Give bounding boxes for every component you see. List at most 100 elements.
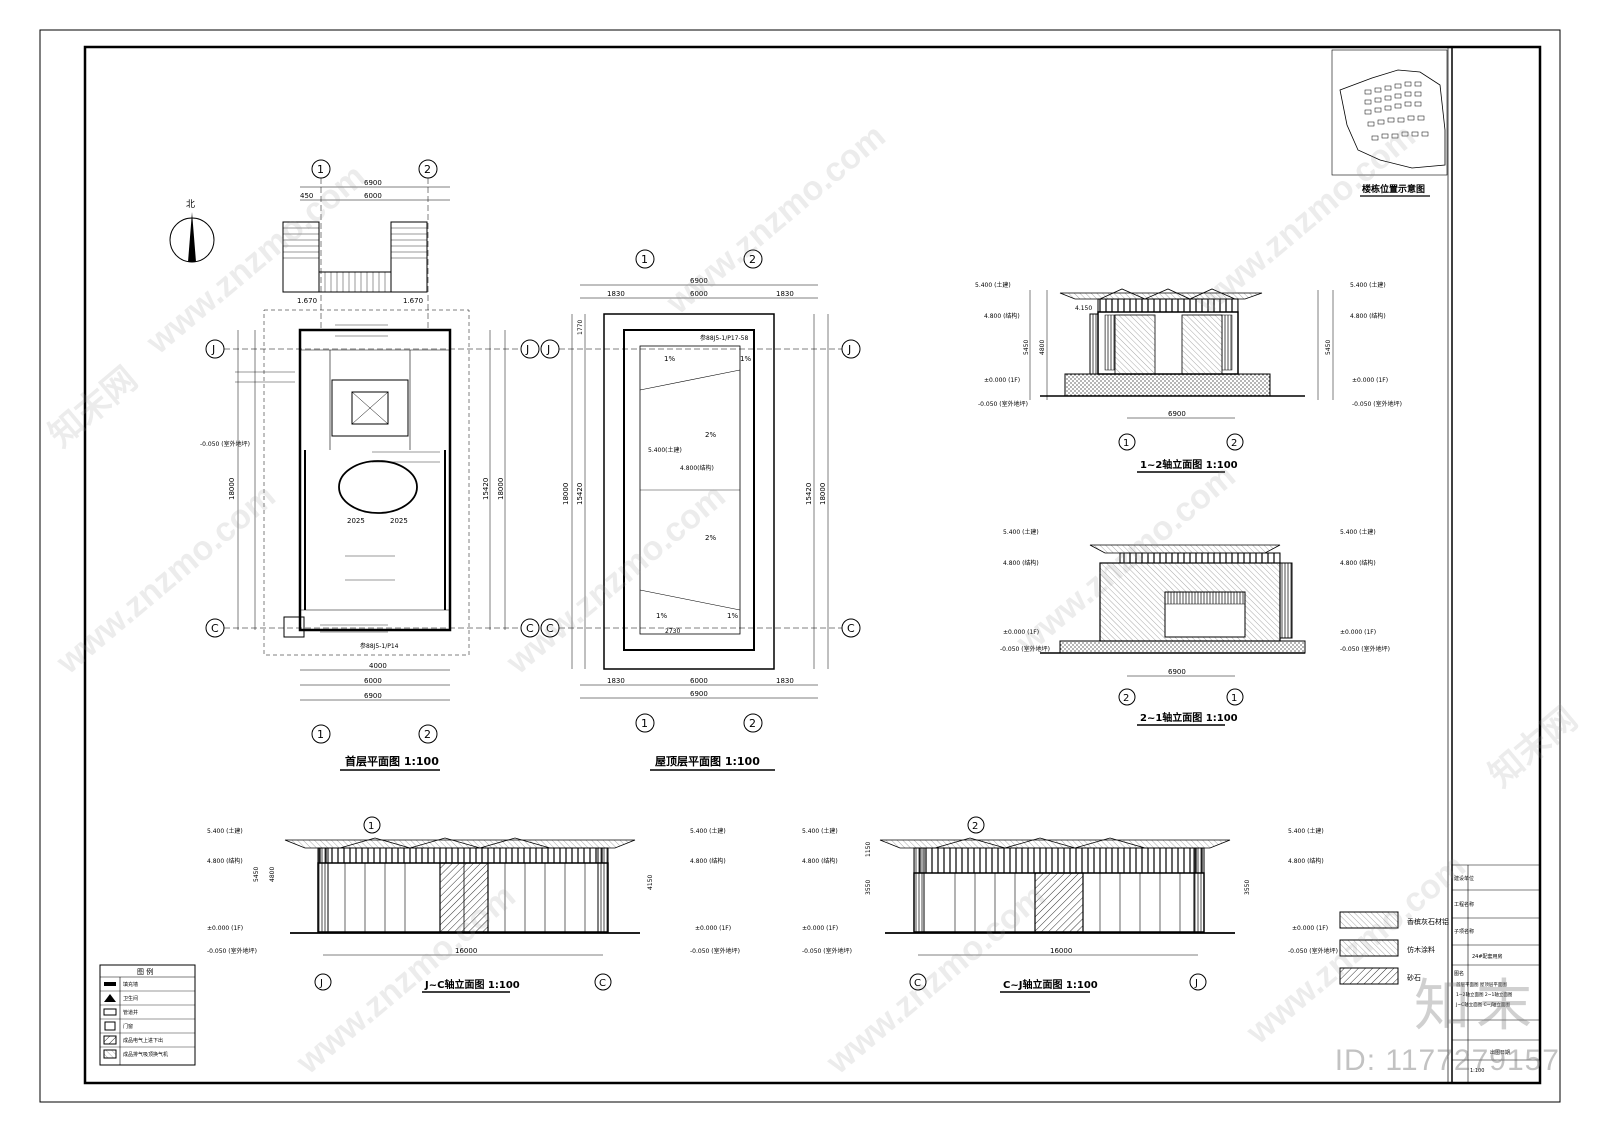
e21-level-5400: 5.400 (土建) <box>1003 528 1039 536</box>
e21-axis-2: 2 <box>1123 693 1129 704</box>
e12-level-5400-r: 5.400 (土建) <box>1350 281 1386 289</box>
axis-1-bottom: 1 <box>317 728 324 741</box>
e12-dim-4800: 4800 <box>1039 340 1046 355</box>
roof-level-5400: 5.400(土建) <box>648 446 682 454</box>
roof-axis-J-left: J <box>546 343 550 356</box>
roof-outer <box>603 313 775 670</box>
roof-plan-title: 屋顶层平面图 1:100 <box>655 755 760 768</box>
ejc-level-5400: 5.400 (土建) <box>207 827 243 835</box>
e12-level-0-r: ±0.000 (1F) <box>1352 377 1388 384</box>
dim-18000-left: 18000 <box>228 478 236 500</box>
roof-dim-1830-tl: 1830 <box>607 290 625 298</box>
e12-level-neg: -0.050 (室外地坪) <box>978 400 1028 408</box>
e21-level-neg: -0.050 (室外地坪) <box>1000 645 1050 653</box>
ejc-level-0-r: ±0.000 (1F) <box>695 925 731 932</box>
dim-6000-top: 6000 <box>364 192 382 200</box>
elev-12-title: 1~2轴立面图 1:100 <box>1140 458 1238 471</box>
tb-drawing-line-2: 1~2轴立面图 2~1轴立面图 <box>1456 991 1513 998</box>
roof-slope-c: 2% <box>705 431 716 439</box>
tb-drawing-line-3: J~C轴立面图 C~J轴立面图 <box>1455 1001 1510 1008</box>
e12-level-neg-r: -0.050 (室外地坪) <box>1352 400 1402 408</box>
inner-frame <box>83 45 1542 1085</box>
tb-sub-value: 24#配套用房 <box>1472 953 1503 960</box>
roof-dim-15420-right: 15420 <box>805 483 813 505</box>
location-map: 楼栋位置示意图 <box>1331 49 1448 197</box>
level-neg-plan: -0.050 (室外地坪) <box>200 440 250 448</box>
e12-level-0: ±0.000 (1F) <box>984 377 1020 384</box>
roof-axis-2-bottom: 2 <box>749 717 756 730</box>
ground-plan-title: 首层平面图 1:100 <box>345 754 439 768</box>
ejc-dim-4150: 4150 <box>647 875 654 890</box>
ecj-level-0: ±0.000 (1F) <box>802 925 838 932</box>
roof-slope-b: 1% <box>740 355 751 363</box>
legend-item-1: 填充墙 <box>123 981 138 988</box>
e21-axis-1: 1 <box>1231 693 1237 704</box>
e21-level-4800: 4.800 (结构) <box>1003 559 1039 567</box>
dim-6000-bottom: 6000 <box>364 677 382 685</box>
roof-dim-1830-tr: 1830 <box>776 290 794 298</box>
roof-axis-J-right: J <box>847 343 851 356</box>
roof-dim-6900-bottom: 6900 <box>690 690 708 698</box>
roof-dim-18000-left: 18000 <box>562 483 570 505</box>
level-1670-right: 1.670 <box>403 297 423 305</box>
dim-2025-a: 2025 <box>347 517 365 525</box>
dim-4000-bottom: 4000 <box>369 662 387 670</box>
ejc-level-4800-r: 4.800 (结构) <box>690 857 726 865</box>
ecj-level-neg-r: -0.050 (室外地坪) <box>1288 947 1338 955</box>
e12-dim-5450-r: 5450 <box>1325 340 1332 355</box>
ecj-level-neg: -0.050 (室外地坪) <box>802 947 852 955</box>
axis-C-left: C <box>211 622 219 635</box>
elevation-2-1: 5.400 (土建) 4.800 (结构) ±0.000 (1F) -0.050… <box>1000 528 1390 726</box>
ecj-level-4800-r: 4.800 (结构) <box>1288 857 1324 865</box>
axis-1-top: 1 <box>317 163 324 176</box>
axis-2-top: 2 <box>424 163 431 176</box>
e12-axis-2: 2 <box>1231 438 1237 449</box>
level-1670-left: 1.670 <box>297 297 317 305</box>
tb-drawing-line-1: 首层平面图 屋顶层平面图 <box>1456 981 1507 988</box>
ground-floor-plan: 北 1 2 6900 450 6000 1.670 1.670 <box>169 159 540 771</box>
axis-J-right: J <box>525 343 529 356</box>
e21-level-4800-r: 4.800 (结构) <box>1340 559 1376 567</box>
ejc-index-bubble: 1 <box>368 821 374 832</box>
elevation-J-C: 1 5.400 (土建) 4.800 (结构) ±0.000 (1F) -0.0… <box>207 816 740 993</box>
symbol-legend: 图 例 填充墙 卫生间 管道井 门窗 成品电气上进下出 成品排气吸顶换气机 <box>99 964 196 1066</box>
roof-axis-2-top: 2 <box>749 253 756 266</box>
ecj-dim-3550: 3550 <box>865 880 872 895</box>
e12-axis-1: 1 <box>1123 438 1129 449</box>
e12-level-4800: 4.800 (结构) <box>984 312 1020 320</box>
ecj-level-0-r: ±0.000 (1F) <box>1292 925 1328 932</box>
axis-2-bottom: 2 <box>424 728 431 741</box>
legend-item-4: 门窗 <box>123 1023 133 1030</box>
dim-450-top: 450 <box>300 192 313 200</box>
ecj-index-bubble: 2 <box>972 821 978 832</box>
e21-level-neg-r: -0.050 (室外地坪) <box>1340 645 1390 653</box>
roof-axis-1-bottom: 1 <box>641 717 648 730</box>
tb-scale: 1:100 <box>1470 1068 1484 1074</box>
roof-dim-6000-bottom: 6000 <box>690 677 708 685</box>
roof-ref-note: 参88J5-1/P17-58 <box>700 334 748 342</box>
roof-slope-a: 1% <box>664 355 675 363</box>
legend-title: 图 例 <box>137 967 153 976</box>
ecj-axis-J: J <box>1194 978 1198 989</box>
ecj-axis-C: C <box>914 978 921 989</box>
roof-dim-2730: 2730 <box>665 628 680 635</box>
roof-slope-f: 1% <box>727 612 738 620</box>
ground-plan-outline <box>298 328 452 632</box>
e21-level-0-r: ±0.000 (1F) <box>1340 629 1376 636</box>
material-legend-3: 砂石 <box>1407 973 1421 982</box>
ecj-dim-1150: 1150 <box>865 842 872 857</box>
ejc-dim-5450: 5450 <box>253 867 260 882</box>
tb-date-label: 出图日期 <box>1490 1049 1510 1056</box>
material-legend-1: 香槟灰石材铝 <box>1407 917 1449 926</box>
ecj-level-5400-r: 5.400 (土建) <box>1288 827 1324 835</box>
legend-item-6: 成品排气吸顶换气机 <box>123 1051 168 1058</box>
roof-slope-d: 2% <box>705 534 716 542</box>
roof-axis-C-right: C <box>847 622 855 635</box>
north-label: 北 <box>186 199 195 210</box>
elevation-C-J: 2 5.400 (土建) 4.800 (结构) ±0.000 (1F) -0.0… <box>802 816 1338 993</box>
e12-level-4800-r: 4.800 (结构) <box>1350 312 1386 320</box>
roof-dim-6000-top: 6000 <box>690 290 708 298</box>
e12-dim-6900: 6900 <box>1168 410 1186 418</box>
ecj-dim-16000: 16000 <box>1050 947 1072 955</box>
